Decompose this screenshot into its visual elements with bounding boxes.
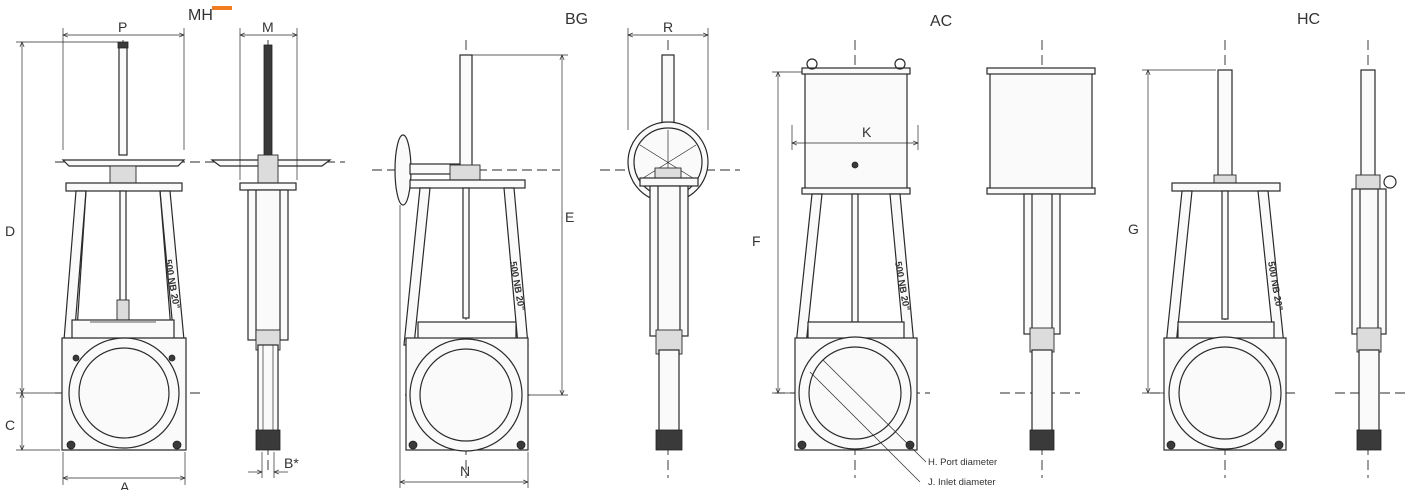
hc-title: HC [1297, 11, 1320, 28]
dim-label-f: F [752, 233, 761, 249]
ac-title: AC [930, 13, 952, 30]
dim-label-e: E [565, 209, 574, 225]
dim-label-m: M [262, 19, 274, 35]
view-hc-side [1335, 40, 1405, 478]
view-bg-side-dimensions [628, 28, 708, 130]
dim-label-c: C [5, 417, 15, 433]
view-bg-dimensions [400, 55, 568, 488]
view-ac-front: 500 NB 20" [775, 40, 930, 483]
view-ac-side [986, 40, 1096, 478]
heading-accent [212, 6, 232, 10]
view-mh-front: 500 NB 20" [55, 40, 200, 451]
bg-title: BG [565, 11, 588, 28]
svg-text:500 NB 20": 500 NB 20" [507, 261, 527, 312]
dim-label-p: P [118, 19, 127, 35]
callout-inlet-diameter: J. Inlet diameter [928, 477, 996, 488]
dim-label-k: K [862, 124, 872, 140]
dim-label-b: B* [284, 455, 299, 471]
view-hc-dimensions [1142, 70, 1216, 393]
view-mh-side-dimensions [240, 28, 297, 478]
dim-label-n: N [460, 463, 470, 479]
dim-label-a: A [120, 479, 130, 490]
callout-port-diameter: H. Port diameter [928, 457, 997, 468]
dim-label-d: D [5, 223, 15, 239]
mh-title: MH [188, 7, 213, 24]
dim-label-g: G [1128, 221, 1139, 237]
view-ac-dimensions [772, 72, 802, 393]
view-bg-side [600, 40, 740, 478]
view-mh-side [205, 40, 345, 470]
view-bg-front: 500 NB 20" [372, 40, 560, 478]
view-hc-front: 500 NB 20" [1150, 40, 1300, 478]
dim-label-r: R [663, 19, 673, 35]
view-mh-dimensions [16, 28, 185, 485]
